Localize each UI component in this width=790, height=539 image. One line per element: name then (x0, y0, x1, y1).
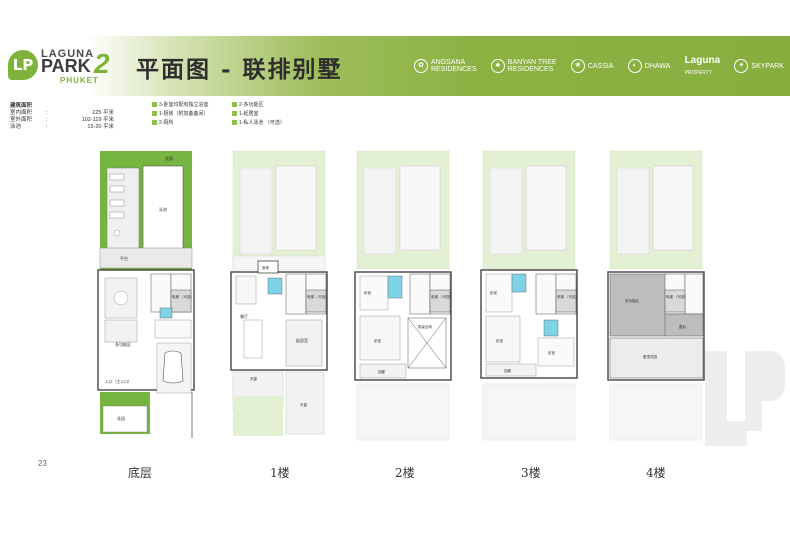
floor-plan-3: 卧室 电梯 （可选） 卧室 卧室 回廊 (480, 150, 579, 441)
banyan-tree-icon: ♣ (490, 59, 505, 73)
elevator-label-2: 电梯 （可选） (431, 294, 453, 299)
header-banner (0, 36, 790, 96)
brand-cassia: ❀CASSIA (570, 59, 614, 73)
page-title: 平面图 - 联排别墅 (136, 56, 343, 83)
floor-label-4: 4楼 (646, 466, 666, 480)
bedroom-label-3c: 卧室 (548, 350, 556, 355)
features-legend: 3-卧室均配有独立浴室 2-多功能区 1-厨房（附加备备间） 1-起居室 2-厕… (152, 101, 332, 126)
lp-badge-icon: LP (8, 50, 38, 80)
legend-item: 2-厕所 (152, 119, 232, 126)
legend-item: 3-卧室均配有独立浴室 (152, 101, 232, 108)
dining-label: 餐厅 (240, 313, 248, 319)
corridor-label-3: 回廊 (504, 368, 512, 373)
skylight-label-2: 天窗 (300, 402, 308, 407)
skylight-label: 天窗 (250, 376, 258, 381)
kitchen-label: 厨房 (262, 265, 270, 270)
legend-item: 2-多功能区 (232, 101, 322, 108)
elevator-label-4: 电梯 （可选） (666, 294, 688, 299)
logo-number: 2 (94, 48, 110, 79)
bedroom-label-1: 卧室 (364, 290, 372, 295)
skypark-icon: ✦ (734, 59, 749, 73)
front-garden-label: 花园 (117, 415, 125, 421)
stat-row: 室内面积:225 平米 (10, 110, 114, 116)
page-number: 23 (38, 459, 47, 468)
multi-label-4: 多功能区 (625, 298, 639, 303)
platform-label: 平台 (120, 255, 128, 261)
floor-label-1: 1楼 (270, 466, 290, 480)
stat-row: 泳池:15-20 平米 (10, 124, 114, 130)
logo-laguna-text: LAGUNA (41, 48, 95, 60)
entrance-label: 入口（主入口） (105, 379, 132, 384)
laguna-park-logo: LP LAGUNA PARK 2 PHUKET (8, 46, 118, 88)
floor-plan-4: 多功能区 电梯 （可选） 露台 屋顶花园 (607, 150, 705, 441)
bedroom-label-3b: 卧室 (496, 338, 504, 343)
brand-skypark: ✦SKYPARK (734, 59, 784, 73)
dhawa-icon: ◐ (627, 59, 642, 73)
angsana-icon: ✿ (414, 59, 428, 73)
elevator-label-1: 电梯 （可选） (307, 294, 329, 299)
floor-plan-2: 卧室 电梯 （可选） 卧室 挑高空间 回廊 (354, 150, 453, 441)
lp-watermark-icon (705, 351, 785, 446)
floor-label-2: 2楼 (395, 466, 415, 480)
legend-item: 1-私人泳池 （可选） (232, 119, 322, 126)
bedroom-label-3a: 卧室 (490, 290, 498, 295)
floor-plan-ground: 泳池 花园 平台 多功能区 电梯 （可选） 入口（主入口） 花园 (97, 151, 195, 438)
floor-plan-1: 厨房 电梯 （可选） 餐厅 起居室 天窗 天窗 (230, 150, 329, 436)
void-label: 挑高空间 (418, 324, 432, 329)
elevator-label-3: 电梯 （可选） (557, 294, 579, 299)
floor-label-3: 3楼 (521, 466, 541, 480)
cassia-icon: ❀ (570, 59, 585, 73)
pool-label: 泳池 (159, 206, 167, 212)
corridor-label: 回廊 (378, 369, 386, 374)
logo-phuket-text: PHUKET (60, 76, 99, 85)
brand-dhawa: ◐DHAWA (627, 59, 670, 73)
elevator-label: 电梯 （可选） (172, 294, 194, 299)
terrace-label: 露台 (679, 324, 687, 329)
area-stats-heading: 建筑面积 (10, 103, 33, 109)
garden-label: 花园 (165, 155, 173, 161)
floor-label-ground: 底层 (128, 466, 153, 480)
area-stats: 建筑面积 室内面积:225 平米 室外面积:102-119 平米 泳池:15-2… (10, 101, 114, 131)
roof-garden-label: 屋顶花园 (643, 354, 657, 359)
stat-row: 室外面积:102-119 平米 (10, 117, 114, 123)
legend-item: 1-厨房（附加备备间） (152, 110, 232, 117)
bedroom-label-2: 卧室 (374, 338, 382, 343)
living-label: 起居室 (296, 337, 308, 343)
legend-item: 1-起居室 (232, 110, 322, 117)
logo-park-text: PARK (41, 56, 91, 76)
multi-label: 多功能区 (115, 341, 131, 347)
